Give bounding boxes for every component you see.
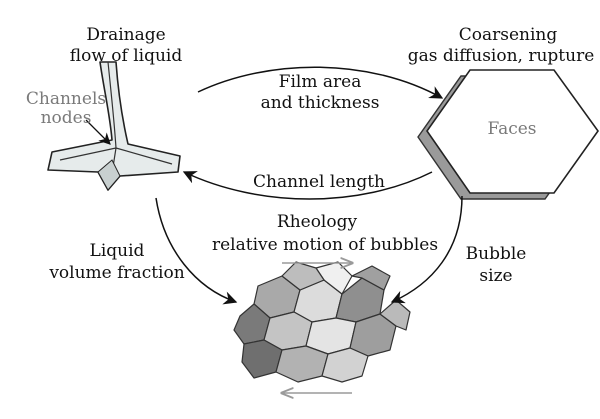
nodes-label: nodes (40, 108, 92, 128)
arrow-channel-length (182, 171, 433, 200)
foam-cell (275, 345, 329, 383)
coarsening-subtitle: gas diffusion, rupture (407, 46, 595, 66)
drainage-subtitle: flow of liquid (69, 46, 183, 66)
channel-node-shading (97, 159, 121, 191)
channel-length-label: Channel length (253, 172, 385, 192)
arrow-film-area (197, 66, 444, 99)
foam-cell (281, 261, 325, 291)
foam-cell (321, 347, 369, 383)
volume-fraction-label: volume fraction (49, 263, 185, 283)
liquid-label: Liquid (89, 241, 145, 261)
arrow-liquid-volume-fraction (155, 197, 238, 305)
channel-node-illustration (47, 61, 181, 191)
rheology-title: Rheology (276, 212, 358, 232)
nodes-pointer-arrow (85, 119, 111, 145)
film-thickness-label: and thickness (260, 93, 380, 113)
rheology-subtitle: relative motion of bubbles (212, 235, 439, 255)
faces-hexagon-illustration (417, 69, 599, 200)
coarsening-title: Coarsening (458, 25, 558, 45)
arrow-bubble-size (390, 195, 463, 304)
hexagon-face (426, 69, 599, 194)
channels-label: Channels (25, 89, 107, 109)
foam-cell (351, 265, 391, 291)
foam-cluster-illustration (233, 261, 411, 383)
film-area-label: Film area (278, 72, 362, 92)
size-label: size (479, 266, 513, 286)
bubble-label: Bubble (465, 244, 527, 264)
drainage-title: Drainage (86, 25, 166, 45)
faces-label: Faces (487, 119, 537, 139)
